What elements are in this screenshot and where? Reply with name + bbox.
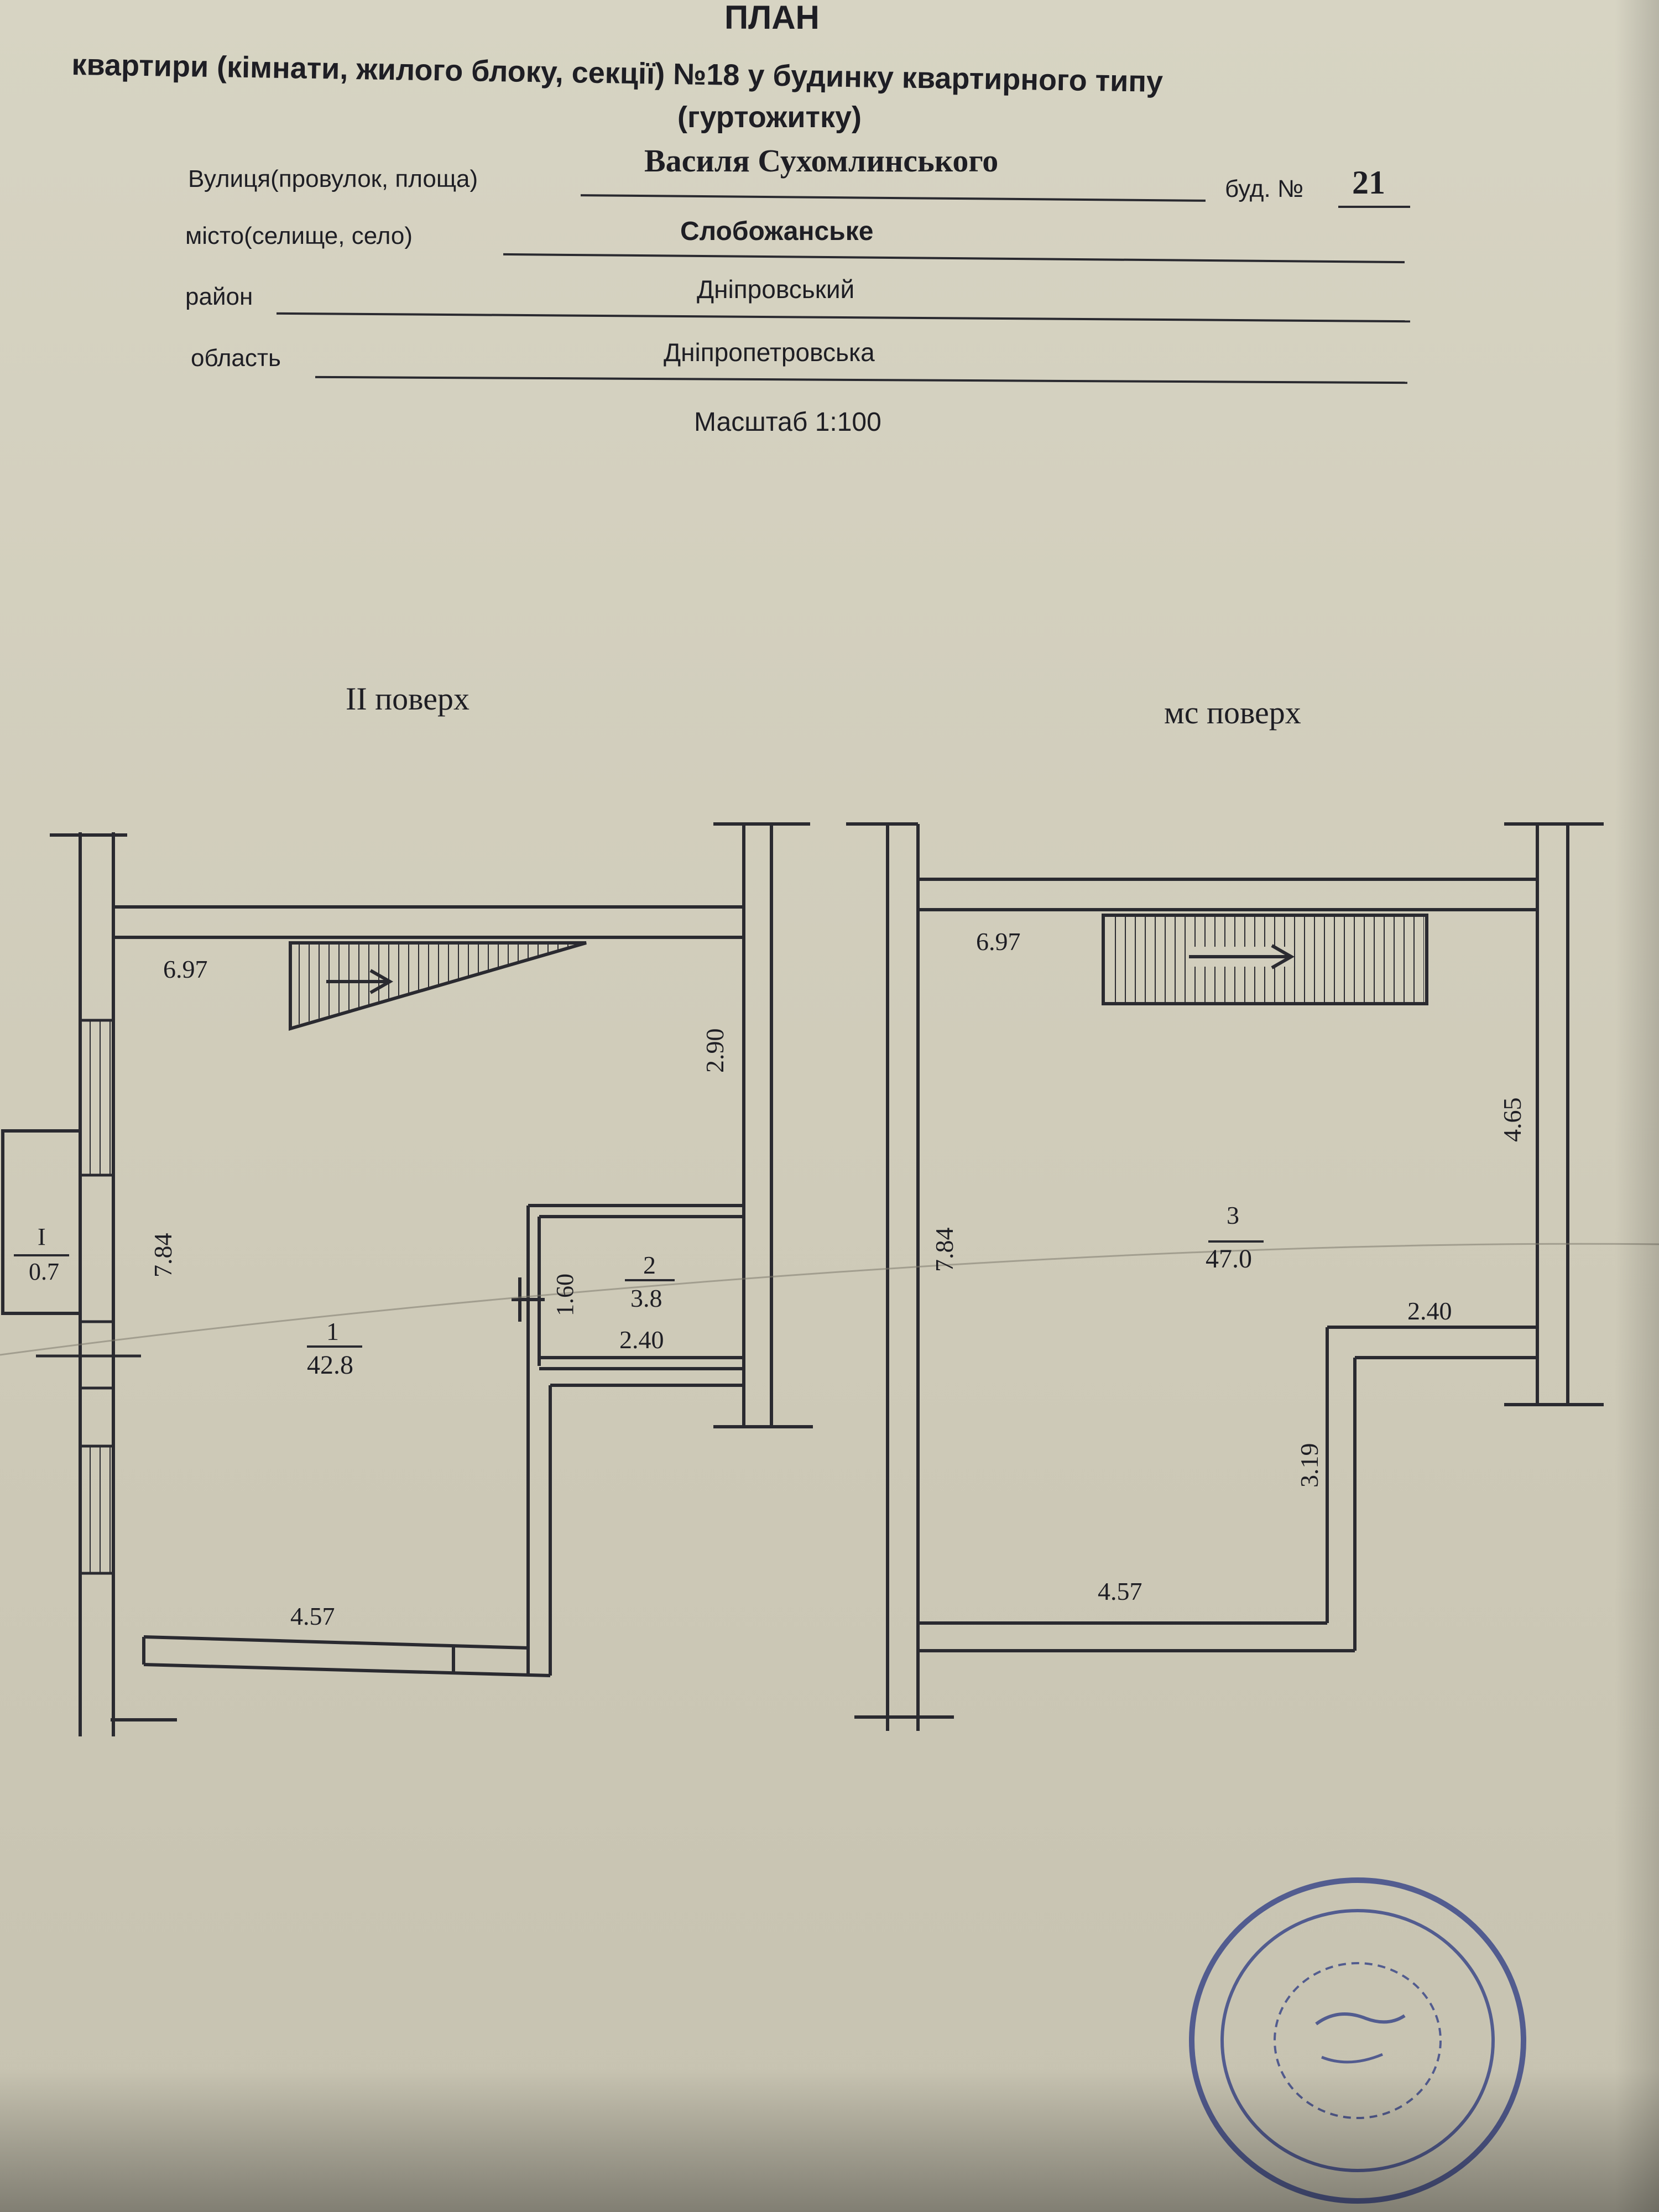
mc-stair <box>1102 914 1428 1005</box>
f2-window-lower <box>88 1446 111 1573</box>
f2-dim-bottom: 4.57 <box>290 1602 335 1630</box>
f2-dim-top: 6.97 <box>163 955 208 983</box>
district-label: район <box>185 283 253 310</box>
f2-room1-area: 42.8 <box>307 1350 353 1380</box>
f2-dim-mid: 2.40 <box>619 1326 664 1354</box>
f2-balcony <box>1 1129 82 1315</box>
mc-room3-number: 3 <box>1227 1201 1239 1229</box>
city-value: Слобожанське <box>680 217 874 246</box>
building-label: буд. № <box>1225 175 1304 202</box>
building-value: 21 <box>1352 164 1385 201</box>
mc-room3-area: 47.0 <box>1206 1244 1252 1274</box>
region-value: Дніпропетровська <box>664 338 875 367</box>
mc-dim-mid: 2.40 <box>1407 1297 1452 1325</box>
f2-dim-right: 2.90 <box>701 1028 729 1073</box>
scale-label: Масштаб 1:100 <box>694 408 881 437</box>
page-bottom-shadow <box>0 2068 1659 2212</box>
floor2-title: II поверх <box>346 681 469 717</box>
f2-stair <box>289 941 587 1031</box>
city-label: місто(селище, село) <box>185 222 413 249</box>
f2-window-upper <box>88 1020 111 1175</box>
plan-title: ПЛАН <box>724 0 820 36</box>
building-underline <box>1338 206 1410 208</box>
floor-mc-title: мс поверх <box>1164 695 1301 731</box>
mc-dim-step: 3.19 <box>1295 1443 1323 1488</box>
mc-dim-top: 6.97 <box>976 927 1021 956</box>
f2-room2-number: 2 <box>643 1251 656 1279</box>
f2-balcony-number: I <box>38 1223 46 1250</box>
street-label: Вулиця(провулок, площа) <box>188 165 478 192</box>
f2-balcony-area: 0.7 <box>29 1258 59 1285</box>
street-value: Василя Сухомлинського <box>644 143 999 179</box>
f2-bottom-wall-outer <box>143 1663 551 1677</box>
district-value: Дніпровський <box>697 275 855 304</box>
region-label: область <box>191 345 281 372</box>
plan-subtitle-continued: (гуртожитку) <box>677 101 862 134</box>
mc-dim-bottom: 4.57 <box>1098 1577 1142 1605</box>
f2-room2-area: 3.8 <box>630 1284 662 1312</box>
f2-room1-number: 1 <box>326 1317 339 1345</box>
f2-dim-small: 1.60 <box>551 1274 578 1316</box>
f2-bottom-wall-inner <box>143 1635 529 1650</box>
page-edge-shadow <box>1615 0 1659 2212</box>
mc-dim-left: 7.84 <box>930 1227 958 1272</box>
f2-dim-left: 7.84 <box>149 1233 177 1278</box>
official-stamp <box>1189 1877 1526 2204</box>
mc-dim-right: 4.65 <box>1498 1097 1526 1142</box>
